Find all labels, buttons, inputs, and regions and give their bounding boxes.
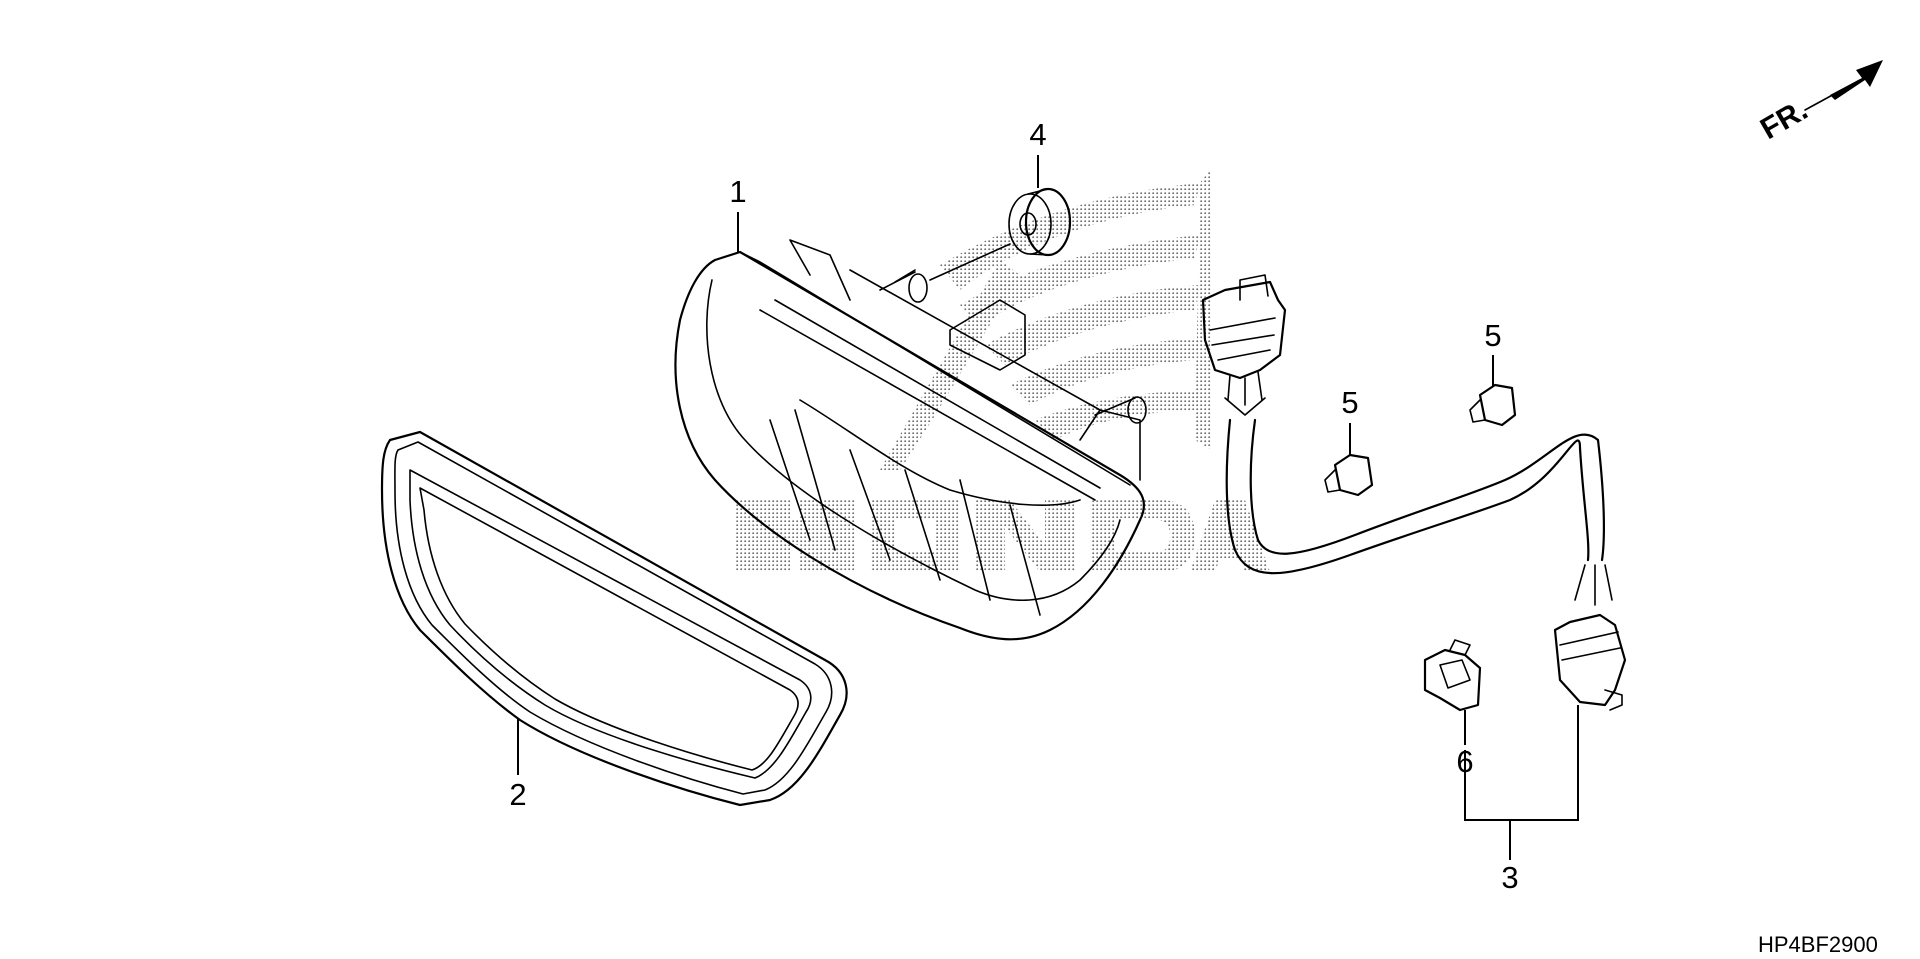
callout-5b: 5: [1484, 318, 1501, 353]
wire-harness: [1201, 274, 1627, 860]
clip-a: [1324, 423, 1374, 497]
grommet: [929, 155, 1072, 281]
callout-3: 3: [1501, 860, 1518, 895]
front-direction-label: FR.: [1755, 93, 1813, 146]
callout-1: 1: [729, 174, 746, 209]
callout-6: 6: [1456, 744, 1473, 779]
honda-text-watermark: [735, 500, 1270, 572]
lens-rim: [380, 430, 848, 807]
drawing-code: HP4BF2900: [1758, 932, 1878, 957]
front-direction-arrow: [1804, 60, 1883, 111]
clip-6: [1423, 639, 1482, 745]
lamp-unit: [674, 212, 1147, 641]
callout-5a: 5: [1341, 385, 1358, 420]
clip-b: [1469, 355, 1517, 427]
callout-4: 4: [1029, 117, 1046, 152]
callout-2: 2: [509, 777, 526, 812]
honda-wing-watermark: [880, 170, 1212, 470]
